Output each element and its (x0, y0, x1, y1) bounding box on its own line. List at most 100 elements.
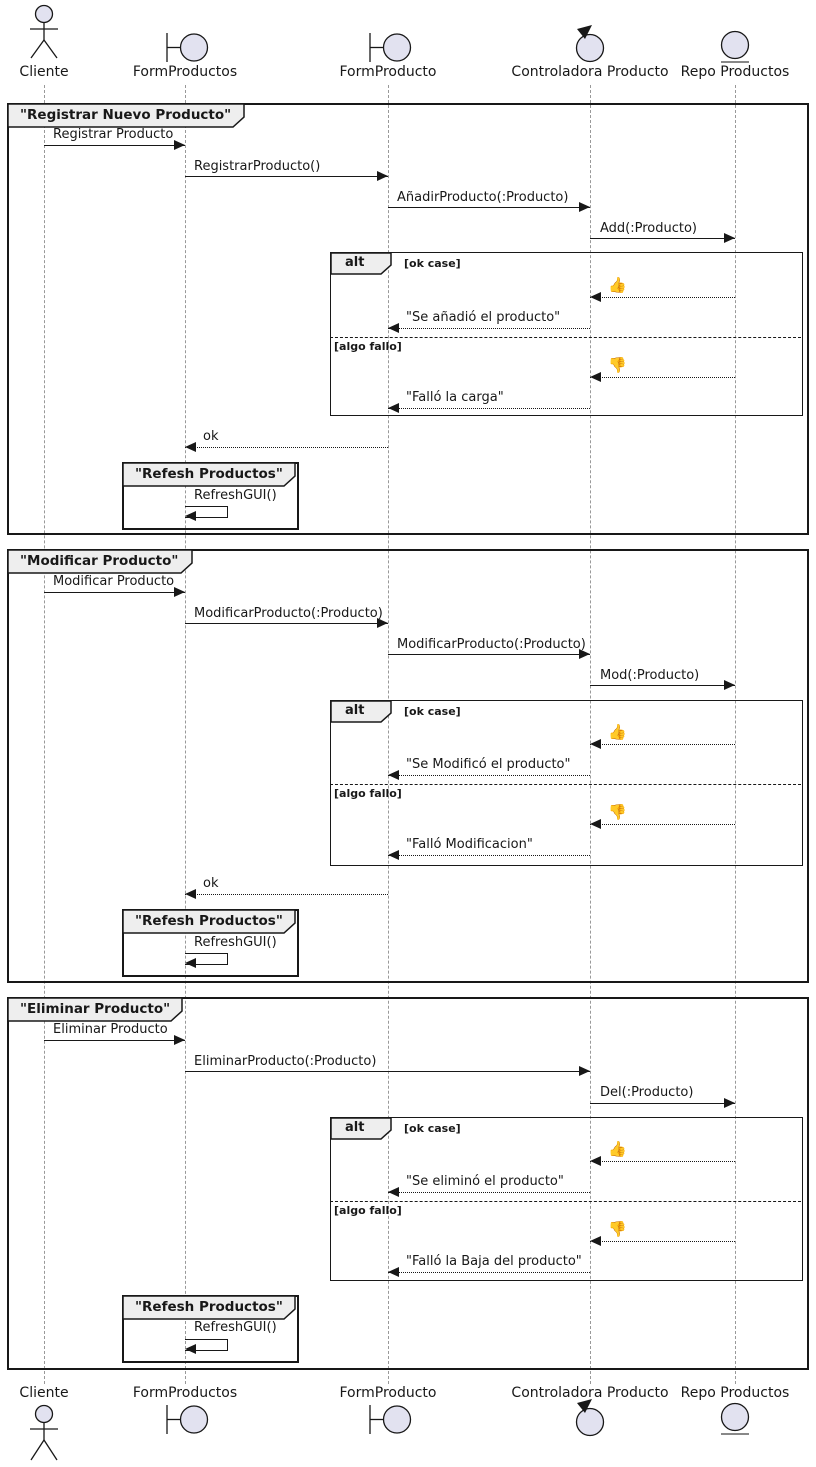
arrowhead-icon (377, 618, 388, 628)
guard-label: [algo fallo] (334, 340, 402, 353)
frame-title: "Registrar Nuevo Producto" (20, 107, 232, 123)
control-icon (575, 1399, 605, 1437)
message-label: EliminarProducto(:Producto) (194, 1054, 377, 1069)
alt-operator: alt (345, 255, 365, 270)
message-line (590, 824, 735, 825)
boundary-icon (369, 33, 412, 62)
message-line (388, 855, 590, 856)
message-label: "Se añadió el producto" (406, 310, 561, 325)
lifeline-formproducto (388, 85, 389, 1384)
lifeline-formproductos (185, 85, 186, 1384)
participant-label: Repo Productos (680, 64, 790, 80)
frame-modificar (7, 549, 809, 983)
message-line (590, 1161, 735, 1162)
alt-divider (330, 337, 801, 338)
frame-header (8, 550, 193, 574)
arrowhead-icon (388, 1187, 399, 1197)
message-label: ModificarProducto(:Producto) (194, 606, 383, 621)
participant-label: FormProductos (132, 64, 238, 80)
arrowhead-icon (377, 171, 388, 181)
thumbs-up-icon: 👍 (608, 1140, 627, 1158)
alt-divider (330, 1201, 801, 1202)
frame-registrar (7, 103, 809, 535)
alt-header (331, 701, 392, 723)
message-line (388, 408, 590, 409)
arrowhead-icon (579, 202, 590, 212)
arrowhead-icon (724, 233, 735, 243)
message-line (590, 744, 735, 745)
frame-header (123, 1296, 296, 1320)
frame-title: "Refesh Productos" (135, 913, 283, 929)
frame-title: "Modificar Producto" (20, 553, 179, 569)
boundary-icon (166, 1405, 209, 1434)
message-label: "Falló la carga" (406, 390, 504, 405)
boundary-icon (369, 1405, 412, 1434)
participant-label: FormProductos (132, 1385, 238, 1401)
message-line (388, 1272, 590, 1273)
message-label: RefreshGUI() (194, 1320, 277, 1335)
frame-header (8, 104, 245, 128)
message-line (185, 894, 388, 895)
frame-eliminar (7, 997, 809, 1370)
message-label: Mod(:Producto) (600, 668, 700, 683)
arrowhead-icon (388, 403, 399, 413)
thumbs-down-icon: 👎 (608, 1220, 627, 1238)
message-label: RefreshGUI() (194, 488, 277, 503)
message-line (590, 685, 735, 686)
thumbs-down-icon: 👎 (608, 803, 627, 821)
thumbs-up-icon: 👍 (608, 723, 627, 741)
message-label: AñadirProducto(:Producto) (397, 190, 569, 205)
message-line (590, 297, 735, 298)
frame-title: "Eliminar Producto" (20, 1001, 171, 1017)
arrowhead-icon (579, 649, 590, 659)
self-message-line (185, 506, 228, 518)
actor-icon (30, 1404, 58, 1461)
lifeline-controladora (590, 85, 591, 1384)
message-label: ok (203, 876, 219, 891)
frame-title: "Refesh Productos" (135, 1299, 283, 1315)
frame-header (123, 463, 296, 487)
arrowhead-icon (185, 511, 196, 521)
arrowhead-icon (388, 323, 399, 333)
arrowhead-icon (590, 292, 601, 302)
message-label: "Se Modificó el producto" (406, 757, 571, 772)
arrowhead-icon (185, 1344, 196, 1354)
self-message-line (185, 1339, 228, 1351)
participant-label: FormProducto (339, 1385, 437, 1401)
arrowhead-icon (590, 1236, 601, 1246)
message-line (388, 328, 590, 329)
arrowhead-icon (724, 680, 735, 690)
message-label: Add(:Producto) (600, 221, 698, 236)
guard-label: [ok case] (404, 257, 461, 270)
arrowhead-icon (590, 1156, 601, 1166)
guard-label: [ok case] (404, 705, 461, 718)
message-label: ok (203, 429, 219, 444)
arrowhead-icon (185, 889, 196, 899)
participant-label: Controladora Producto (511, 64, 669, 80)
alt-operator: alt (345, 1120, 365, 1135)
arrowhead-icon (185, 442, 196, 452)
alt-fragment (330, 1117, 803, 1281)
participant-label: Repo Productos (680, 1385, 790, 1401)
lifeline-repo (735, 85, 736, 1384)
arrowhead-icon (590, 372, 601, 382)
actor-icon (30, 4, 58, 59)
message-label: ModificarProducto(:Producto) (397, 637, 586, 652)
boundary-icon (166, 33, 209, 62)
frame-header (123, 910, 296, 934)
message-label: "Falló Modificacion" (406, 837, 533, 852)
message-line (44, 1040, 185, 1041)
message-label: RegistrarProducto() (194, 159, 321, 174)
message-line (185, 1071, 590, 1072)
message-label: Modificar Producto (53, 574, 175, 589)
alt-operator: alt (345, 703, 365, 718)
alt-header (331, 1118, 392, 1140)
message-line (388, 1192, 590, 1193)
arrowhead-icon (174, 140, 185, 150)
arrowhead-icon (388, 1267, 399, 1277)
arrowhead-icon (185, 958, 196, 968)
control-icon (575, 25, 605, 63)
arrowhead-icon (174, 1035, 185, 1045)
thumbs-down-icon: 👎 (608, 356, 627, 374)
